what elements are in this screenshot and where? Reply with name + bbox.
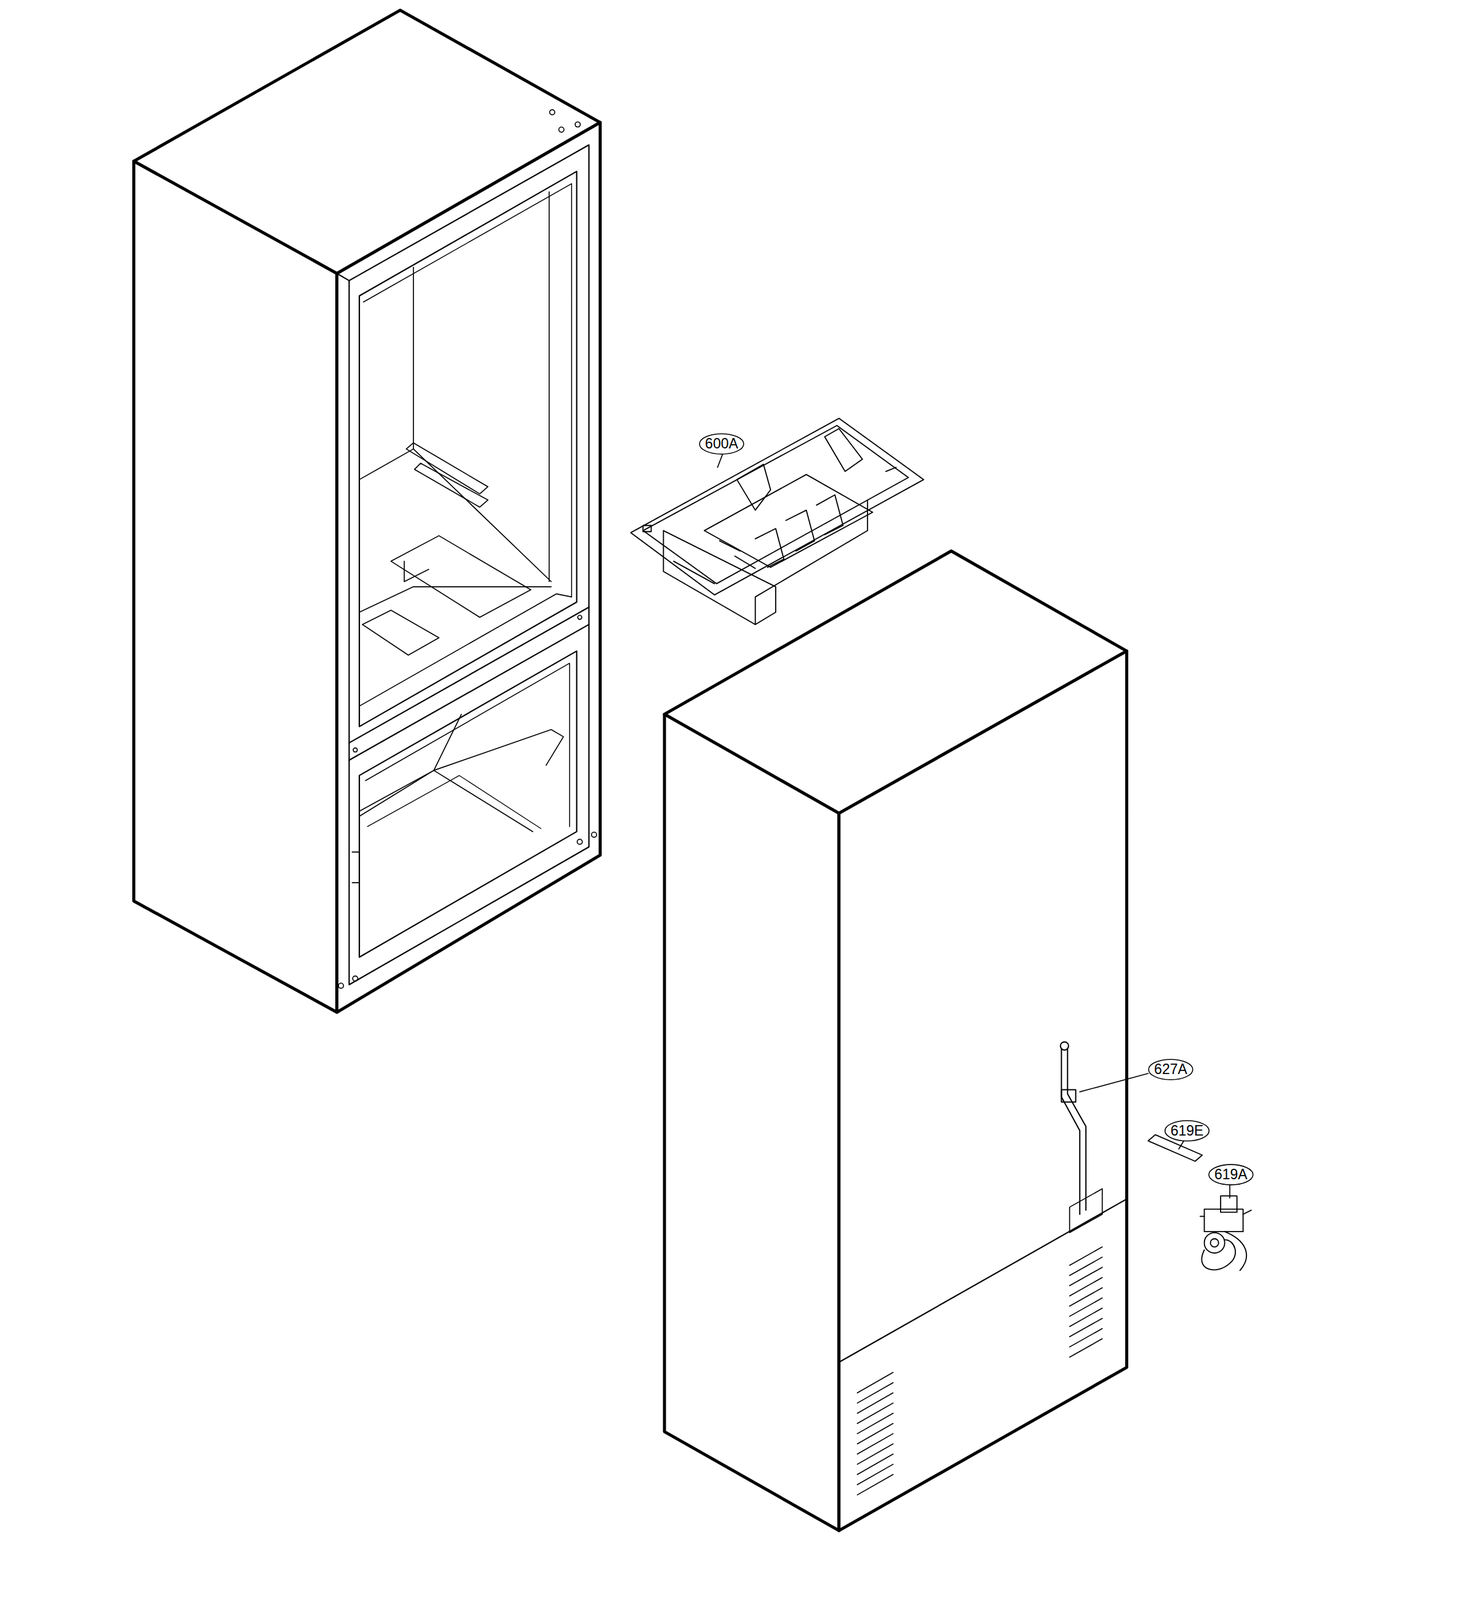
water-tube — [1060, 1042, 1086, 1215]
water-valve — [1200, 1195, 1252, 1271]
callout-oval — [699, 433, 744, 455]
callout-number: 619A — [1214, 1167, 1248, 1182]
cabinet-back — [664, 551, 1127, 1531]
callout-number: 627A — [1154, 1062, 1188, 1077]
leader-lines — [717, 454, 1230, 1198]
callout-number: 600A — [705, 436, 739, 451]
callout-oval — [1208, 1164, 1254, 1185]
cabinet-front — [134, 10, 601, 1013]
callout-number: 619E — [1170, 1123, 1204, 1139]
callout-oval — [1165, 1120, 1210, 1142]
callout-oval — [1148, 1059, 1193, 1080]
